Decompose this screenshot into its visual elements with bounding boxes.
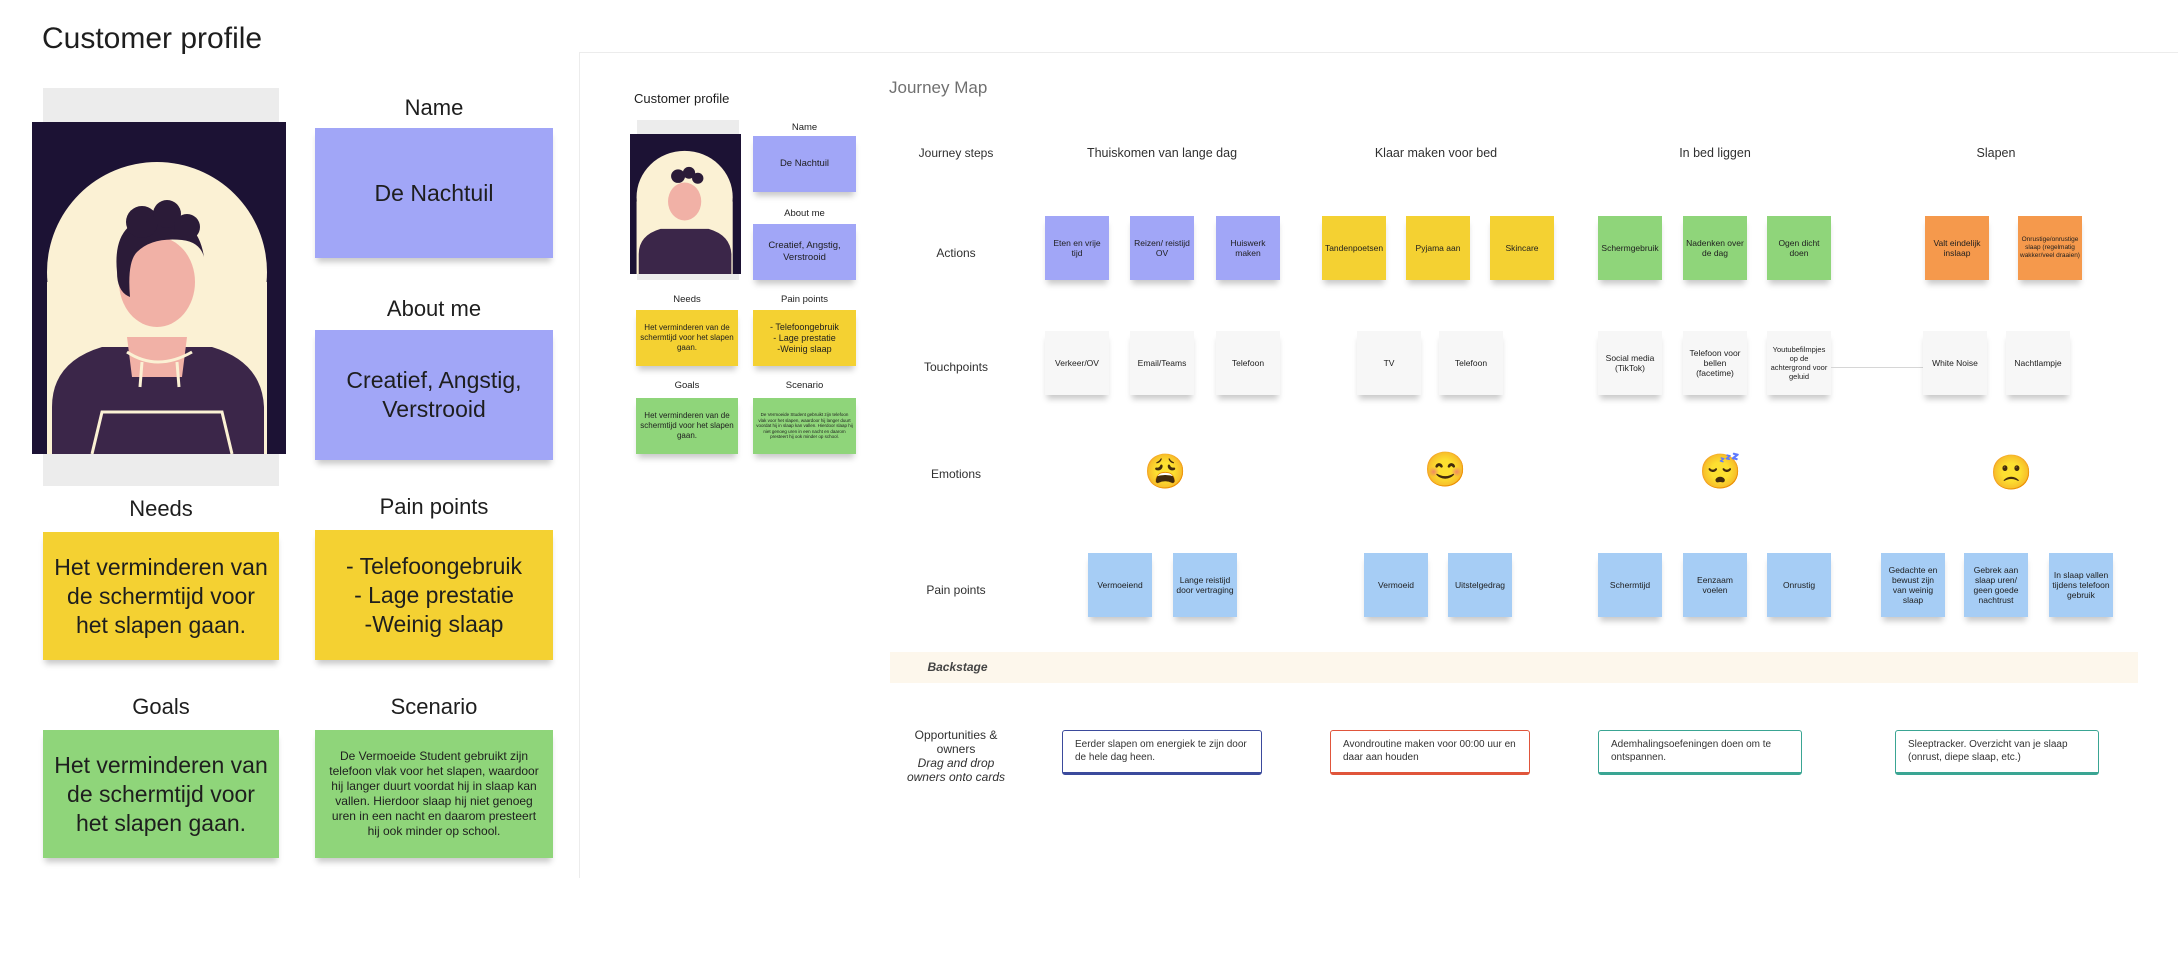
opportunity-card[interactable]: Eerder slapen om energiek te zijn door d… — [1062, 730, 1262, 775]
pain-point-sticky[interactable]: Gebrek aan slaap uren/ geen goede nachtr… — [1964, 553, 2028, 617]
mini-about-label: About me — [784, 208, 825, 219]
sleeping-emoji-icon: 😴 — [1699, 453, 1742, 491]
action-sticky[interactable]: Valt eindelijk inslaap — [1925, 216, 1989, 280]
touchpoint-sticky[interactable]: Telefoon voor bellen (facetime) — [1683, 331, 1747, 395]
touchpoint-sticky[interactable]: Telefoon — [1439, 331, 1503, 395]
mini-profile-title: Customer profile — [634, 91, 730, 106]
action-sticky[interactable]: Eten en vrije tijd — [1045, 216, 1109, 280]
exhausted-emoji-icon: 😩 — [1144, 453, 1187, 491]
pain-point-sticky[interactable]: Lange reistijd door vertraging — [1173, 553, 1237, 617]
needs-sticky[interactable]: Het verminderen van de schermtijd voor h… — [43, 532, 279, 660]
action-sticky[interactable]: Onrustige/onrustige slaap (regelmatig wa… — [2018, 216, 2082, 280]
backstage-label: Backstage — [927, 660, 988, 674]
opportunities-hint: Drag and drop — [917, 756, 995, 770]
pain-point-sticky[interactable]: Vermoeid — [1364, 553, 1428, 617]
row-label-touchpoints: Touchpoints — [923, 360, 989, 374]
goals-sticky[interactable]: Het verminderen van de schermtijd voor h… — [43, 730, 279, 858]
backstage-band — [890, 652, 2138, 683]
scenario-sticky[interactable]: De Vermoeide Student gebruikt zijn telef… — [315, 730, 553, 858]
opportunities-label: Opportunities & owners Drag and drop own… — [881, 728, 1031, 784]
opportunities-label-line: owners — [936, 742, 976, 756]
touchpoint-sticky[interactable]: Youtubefilmpjes op de achtergrond voor g… — [1767, 331, 1831, 395]
action-sticky[interactable]: Reizen/ reistijd OV — [1130, 216, 1194, 280]
connector-line — [1831, 367, 1923, 368]
person-illustration — [47, 162, 267, 454]
opportunities-label-line: Opportunities & — [914, 728, 998, 742]
smiling-emoji-icon: 😊 — [1424, 451, 1467, 489]
name-sticky[interactable]: De Nachtuil — [315, 128, 553, 258]
step-3: In bed liggen — [1679, 146, 1751, 160]
mini-person-illustration — [636, 150, 733, 274]
step-1: Thuiskomen van lange dag — [1086, 146, 1238, 160]
mini-about-sticky[interactable]: Creatief, Angstig, Verstrooid — [753, 224, 856, 280]
step-2: Klaar maken voor bed — [1374, 146, 1498, 160]
mini-avatar — [630, 134, 741, 274]
pain-points-sticky[interactable]: - Telefoongebruik - Lage prestatie -Wein… — [315, 530, 553, 660]
pain-point-sticky[interactable]: Gedachte en bewust zijn van weinig slaap — [1881, 553, 1945, 617]
mini-name-sticky[interactable]: De Nachtuil — [753, 136, 856, 192]
row-label-steps: Journey steps — [918, 146, 994, 160]
opportunities-hint: owners onto cards — [906, 770, 1006, 784]
mini-name-label: Name — [791, 122, 818, 133]
pain-point-sticky[interactable]: Vermoeiend — [1088, 553, 1152, 617]
row-label-actions: Actions — [936, 246, 976, 260]
touchpoint-sticky[interactable]: Telefoon — [1216, 331, 1280, 395]
mini-needs-label: Needs — [673, 294, 701, 305]
pain-point-sticky[interactable]: Schermtijd — [1598, 553, 1662, 617]
scenario-label: Scenario — [390, 694, 478, 719]
mini-goals-sticky[interactable]: Het verminderen van de schermtijd voor h… — [636, 398, 738, 454]
action-sticky[interactable]: Pyjama aan — [1406, 216, 1470, 280]
action-sticky[interactable]: Ogen dicht doen — [1767, 216, 1831, 280]
page-title: Customer profile — [42, 22, 263, 55]
about-sticky[interactable]: Creatief, Angstig, Verstrooid — [315, 330, 553, 460]
step-4: Slapen — [1976, 146, 2016, 160]
goals-label: Goals — [132, 694, 190, 719]
mini-scenario-sticky[interactable]: De Vermoeide Student gebruikt zijn telef… — [753, 398, 856, 454]
action-sticky[interactable]: Schermgebruik — [1598, 216, 1662, 280]
action-sticky[interactable]: Tandenpoetsen — [1322, 216, 1386, 280]
touchpoint-sticky[interactable]: White Noise — [1923, 331, 1987, 395]
mini-pain-label: Pain points — [780, 294, 828, 305]
name-label: Name — [404, 95, 464, 120]
about-label: About me — [386, 296, 482, 321]
opportunity-card[interactable]: Ademhalingsoefeningen doen om te ontspan… — [1598, 730, 1802, 775]
avatar — [32, 122, 286, 454]
touchpoint-sticky[interactable]: Nachtlampje — [2006, 331, 2070, 395]
needs-label: Needs — [129, 496, 193, 521]
pain-point-sticky[interactable]: Eenzaam voelen — [1683, 553, 1747, 617]
row-label-pain-points: Pain points — [926, 583, 986, 597]
sad-emoji-icon: 🙁 — [1990, 454, 2033, 492]
row-label-emotions: Emotions — [930, 467, 982, 481]
action-sticky[interactable]: Nadenken over de dag — [1683, 216, 1747, 280]
pain-points-label: Pain points — [379, 494, 489, 519]
opportunity-card[interactable]: Sleeptracker. Overzicht van je slaap (on… — [1895, 730, 2099, 775]
pain-point-sticky[interactable]: Uitstelgedrag — [1448, 553, 1512, 617]
mini-needs-sticky[interactable]: Het verminderen van de schermtijd voor h… — [636, 310, 738, 366]
touchpoint-sticky[interactable]: Email/Teams — [1130, 331, 1194, 395]
journey-map-title: Journey Map — [889, 78, 988, 97]
action-sticky[interactable]: Skincare — [1490, 216, 1554, 280]
mini-goals-label: Goals — [674, 380, 700, 391]
mini-scenario-label: Scenario — [785, 380, 824, 391]
action-sticky[interactable]: Huiswerk maken — [1216, 216, 1280, 280]
pain-point-sticky[interactable]: In slaap vallen tijdens telefoon gebruik — [2049, 553, 2113, 617]
pain-point-sticky[interactable]: Onrustig — [1767, 553, 1831, 617]
touchpoint-sticky[interactable]: Social media (TikTok) — [1598, 331, 1662, 395]
opportunity-card[interactable]: Avondroutine maken voor 00:00 uur en daa… — [1330, 730, 1530, 775]
mini-pain-sticky[interactable]: - Telefoongebruik - Lage prestatie -Wein… — [753, 310, 856, 366]
touchpoint-sticky[interactable]: Verkeer/OV — [1045, 331, 1109, 395]
touchpoint-sticky[interactable]: TV — [1357, 331, 1421, 395]
